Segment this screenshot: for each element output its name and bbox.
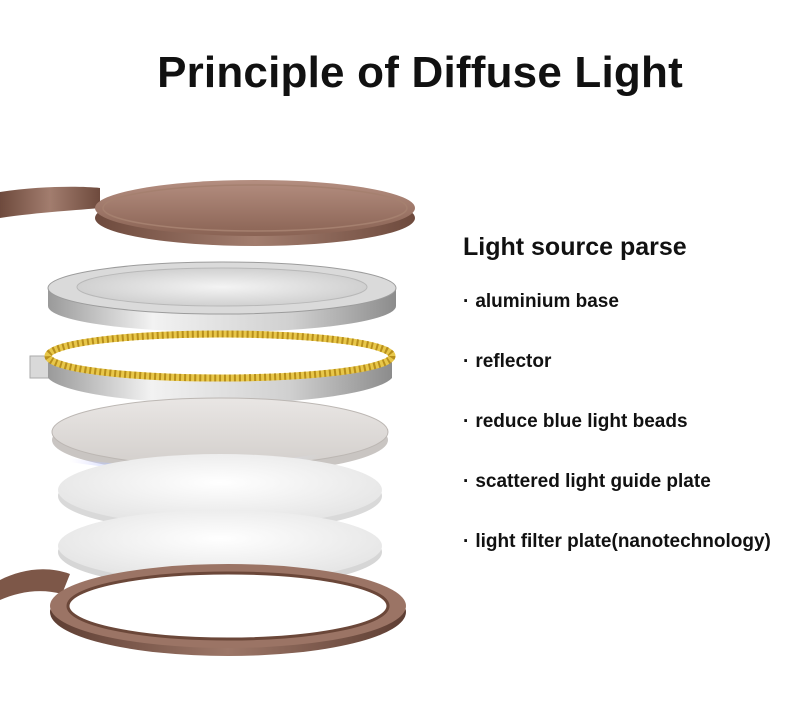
- legend-item-label: reduce blue light beads: [475, 411, 687, 432]
- aluminium-base-layer: [48, 262, 396, 332]
- legend-item-light-filter-plate: · light filter plate(nanotechnology): [463, 528, 771, 588]
- legend-item-blue-light-beads: · reduce blue light beads: [463, 408, 771, 468]
- legend-item-reflector: · reflector: [463, 348, 771, 408]
- legend-list: · aluminium base · reflector · reduce blue …: [463, 288, 771, 588]
- legend-item-label: reflector: [475, 351, 551, 372]
- legend-item-label: scattered light guide plate: [475, 471, 710, 492]
- legend-bullet: ·: [463, 471, 469, 492]
- legend-bullet: ·: [463, 531, 469, 552]
- legend-item-light-guide-plate: · scattered light guide plate: [463, 468, 771, 528]
- legend-bullet: ·: [463, 411, 469, 432]
- legend-item-aluminium-base: · aluminium base: [463, 288, 771, 348]
- legend-item-label: aluminium base: [475, 291, 619, 312]
- reflector-layer: [30, 334, 392, 403]
- legend-bullet: ·: [463, 351, 469, 372]
- bottom-frame-layer: [0, 564, 406, 656]
- page-title: Principle of Diffuse Light: [0, 48, 800, 98]
- legend-heading: Light source parse: [463, 233, 687, 262]
- top-cover-layer: [0, 180, 415, 246]
- exploded-lamp-illustration: [0, 160, 440, 660]
- legend-item-label: light filter plate(nanotechnology): [475, 531, 771, 552]
- legend-bullet: ·: [463, 291, 469, 312]
